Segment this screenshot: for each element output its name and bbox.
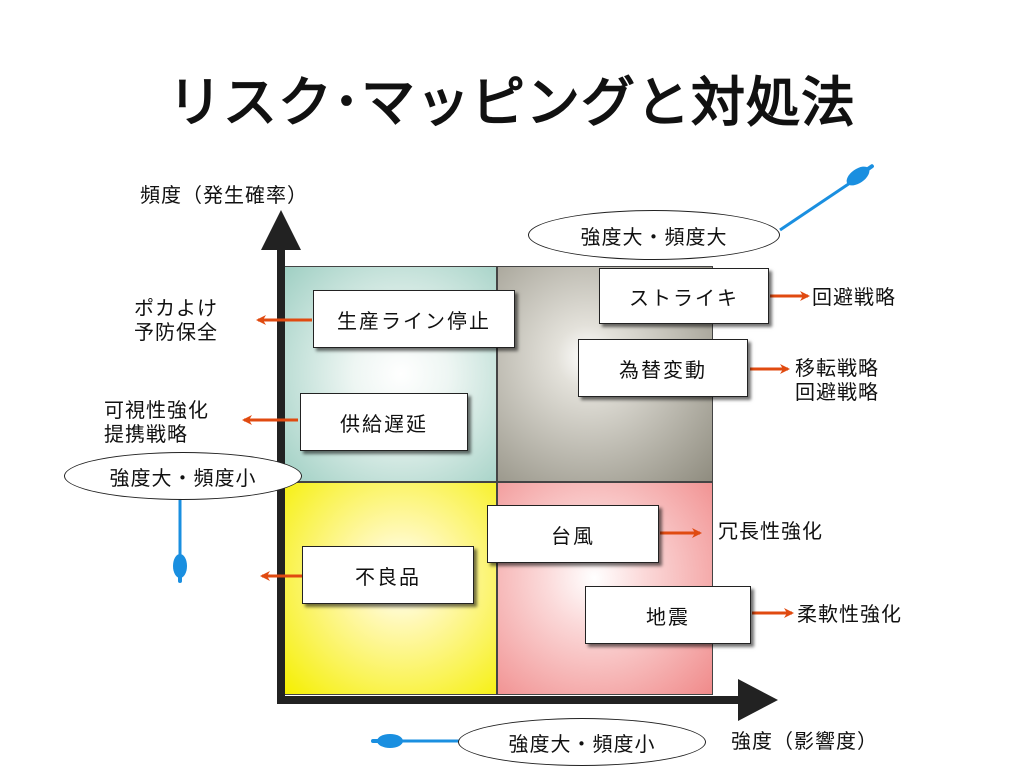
risk-box-strike: ストライキ: [599, 268, 769, 324]
strategy-text: 冗長性強化: [718, 519, 823, 543]
strategy-text: 柔軟性強化: [797, 602, 902, 626]
pointing-hand-icon: [173, 554, 187, 583]
strategy-fx: 移転戦略 回避戦略: [795, 356, 879, 404]
strategy-strike: 回避戦略: [812, 285, 896, 309]
strategy-earthquake: 柔軟性強化: [797, 602, 902, 626]
x-axis-label: 強度（影響度）: [731, 729, 878, 753]
strategy-text: ポカよけ: [134, 296, 218, 320]
y-axis-arrowhead: [261, 210, 301, 250]
strategy-text: 可視性強化: [104, 398, 209, 422]
risk-box-typhoon: 台風: [487, 505, 659, 563]
risk-box-supply-delay: 供給遅延: [300, 393, 468, 451]
strategy-supply-delay: 可視性強化 提携戦略: [104, 398, 209, 446]
strategy-typhoon: 冗長性強化: [718, 519, 823, 543]
pointing-hand-icon: [846, 164, 874, 186]
risk-box-line-stop: 生産ライン停止: [313, 290, 515, 348]
strategy-line-stop: ポカよけ 予防保全: [134, 296, 218, 344]
strategy-text: 回避戦略: [812, 285, 896, 309]
risk-box-earthquake: 地震: [585, 586, 751, 644]
strategy-text: 回避戦略: [795, 380, 879, 404]
x-axis-line: [277, 696, 741, 704]
strategy-text: 予防保全: [134, 320, 218, 344]
ellipse-bottom: 強度大・頻度小: [458, 718, 706, 766]
pointing-hand-icon: [371, 734, 403, 748]
ellipse-left: 強度大・頻度小: [64, 452, 302, 500]
y-axis-label: 頻度（発生確率）: [140, 183, 308, 207]
pointer-line-top-right: [779, 181, 851, 232]
ellipse-top-right: 強度大・頻度大: [528, 210, 780, 260]
page-title: リスク･マッピングと対処法: [168, 71, 856, 134]
strategy-text: 提携戦略: [104, 422, 188, 446]
risk-box-fx: 為替変動: [578, 339, 748, 397]
risk-box-defects: 不良品: [302, 546, 474, 604]
x-axis-arrowhead: [738, 679, 778, 721]
strategy-text: 移転戦略: [795, 356, 879, 380]
